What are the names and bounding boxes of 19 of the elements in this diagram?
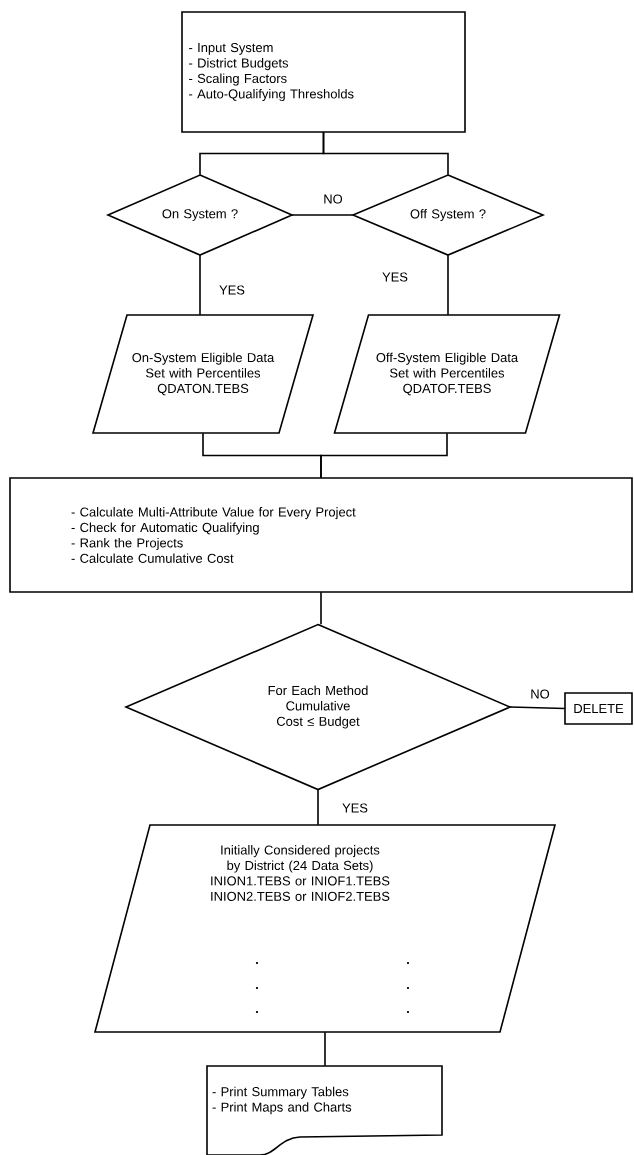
input-box: - Input System - District Budgets - Scaling Factors - Auto-Qualifying Thresholds xyxy=(181,11,466,133)
connector xyxy=(199,254,201,316)
process-box: - Calculate Multi-Attribute Value for Every Project - Check for Automatic Qualifying - Rank the Projects - Calculate Cumulative Cost xyxy=(9,477,633,593)
connector xyxy=(447,254,449,316)
edge-label: YES xyxy=(381,271,409,283)
document-box: - Print Summary Tables - Print Maps and Charts xyxy=(206,1065,443,1155)
edge-label: YES xyxy=(341,802,369,814)
connector xyxy=(322,131,449,176)
edge-label: YES xyxy=(218,284,246,296)
edge-label: NO xyxy=(322,193,344,205)
delete-box: DELETE xyxy=(564,692,633,725)
connector xyxy=(509,706,566,710)
data-parallelogram: Off-System Eligible Data Set with Percentiles QDATOF.TEBS xyxy=(333,314,561,434)
connector xyxy=(324,1031,326,1067)
connector xyxy=(291,214,354,216)
edge-label: NO xyxy=(529,688,551,700)
connector xyxy=(320,591,322,626)
connector xyxy=(317,788,319,826)
connector xyxy=(320,432,448,479)
